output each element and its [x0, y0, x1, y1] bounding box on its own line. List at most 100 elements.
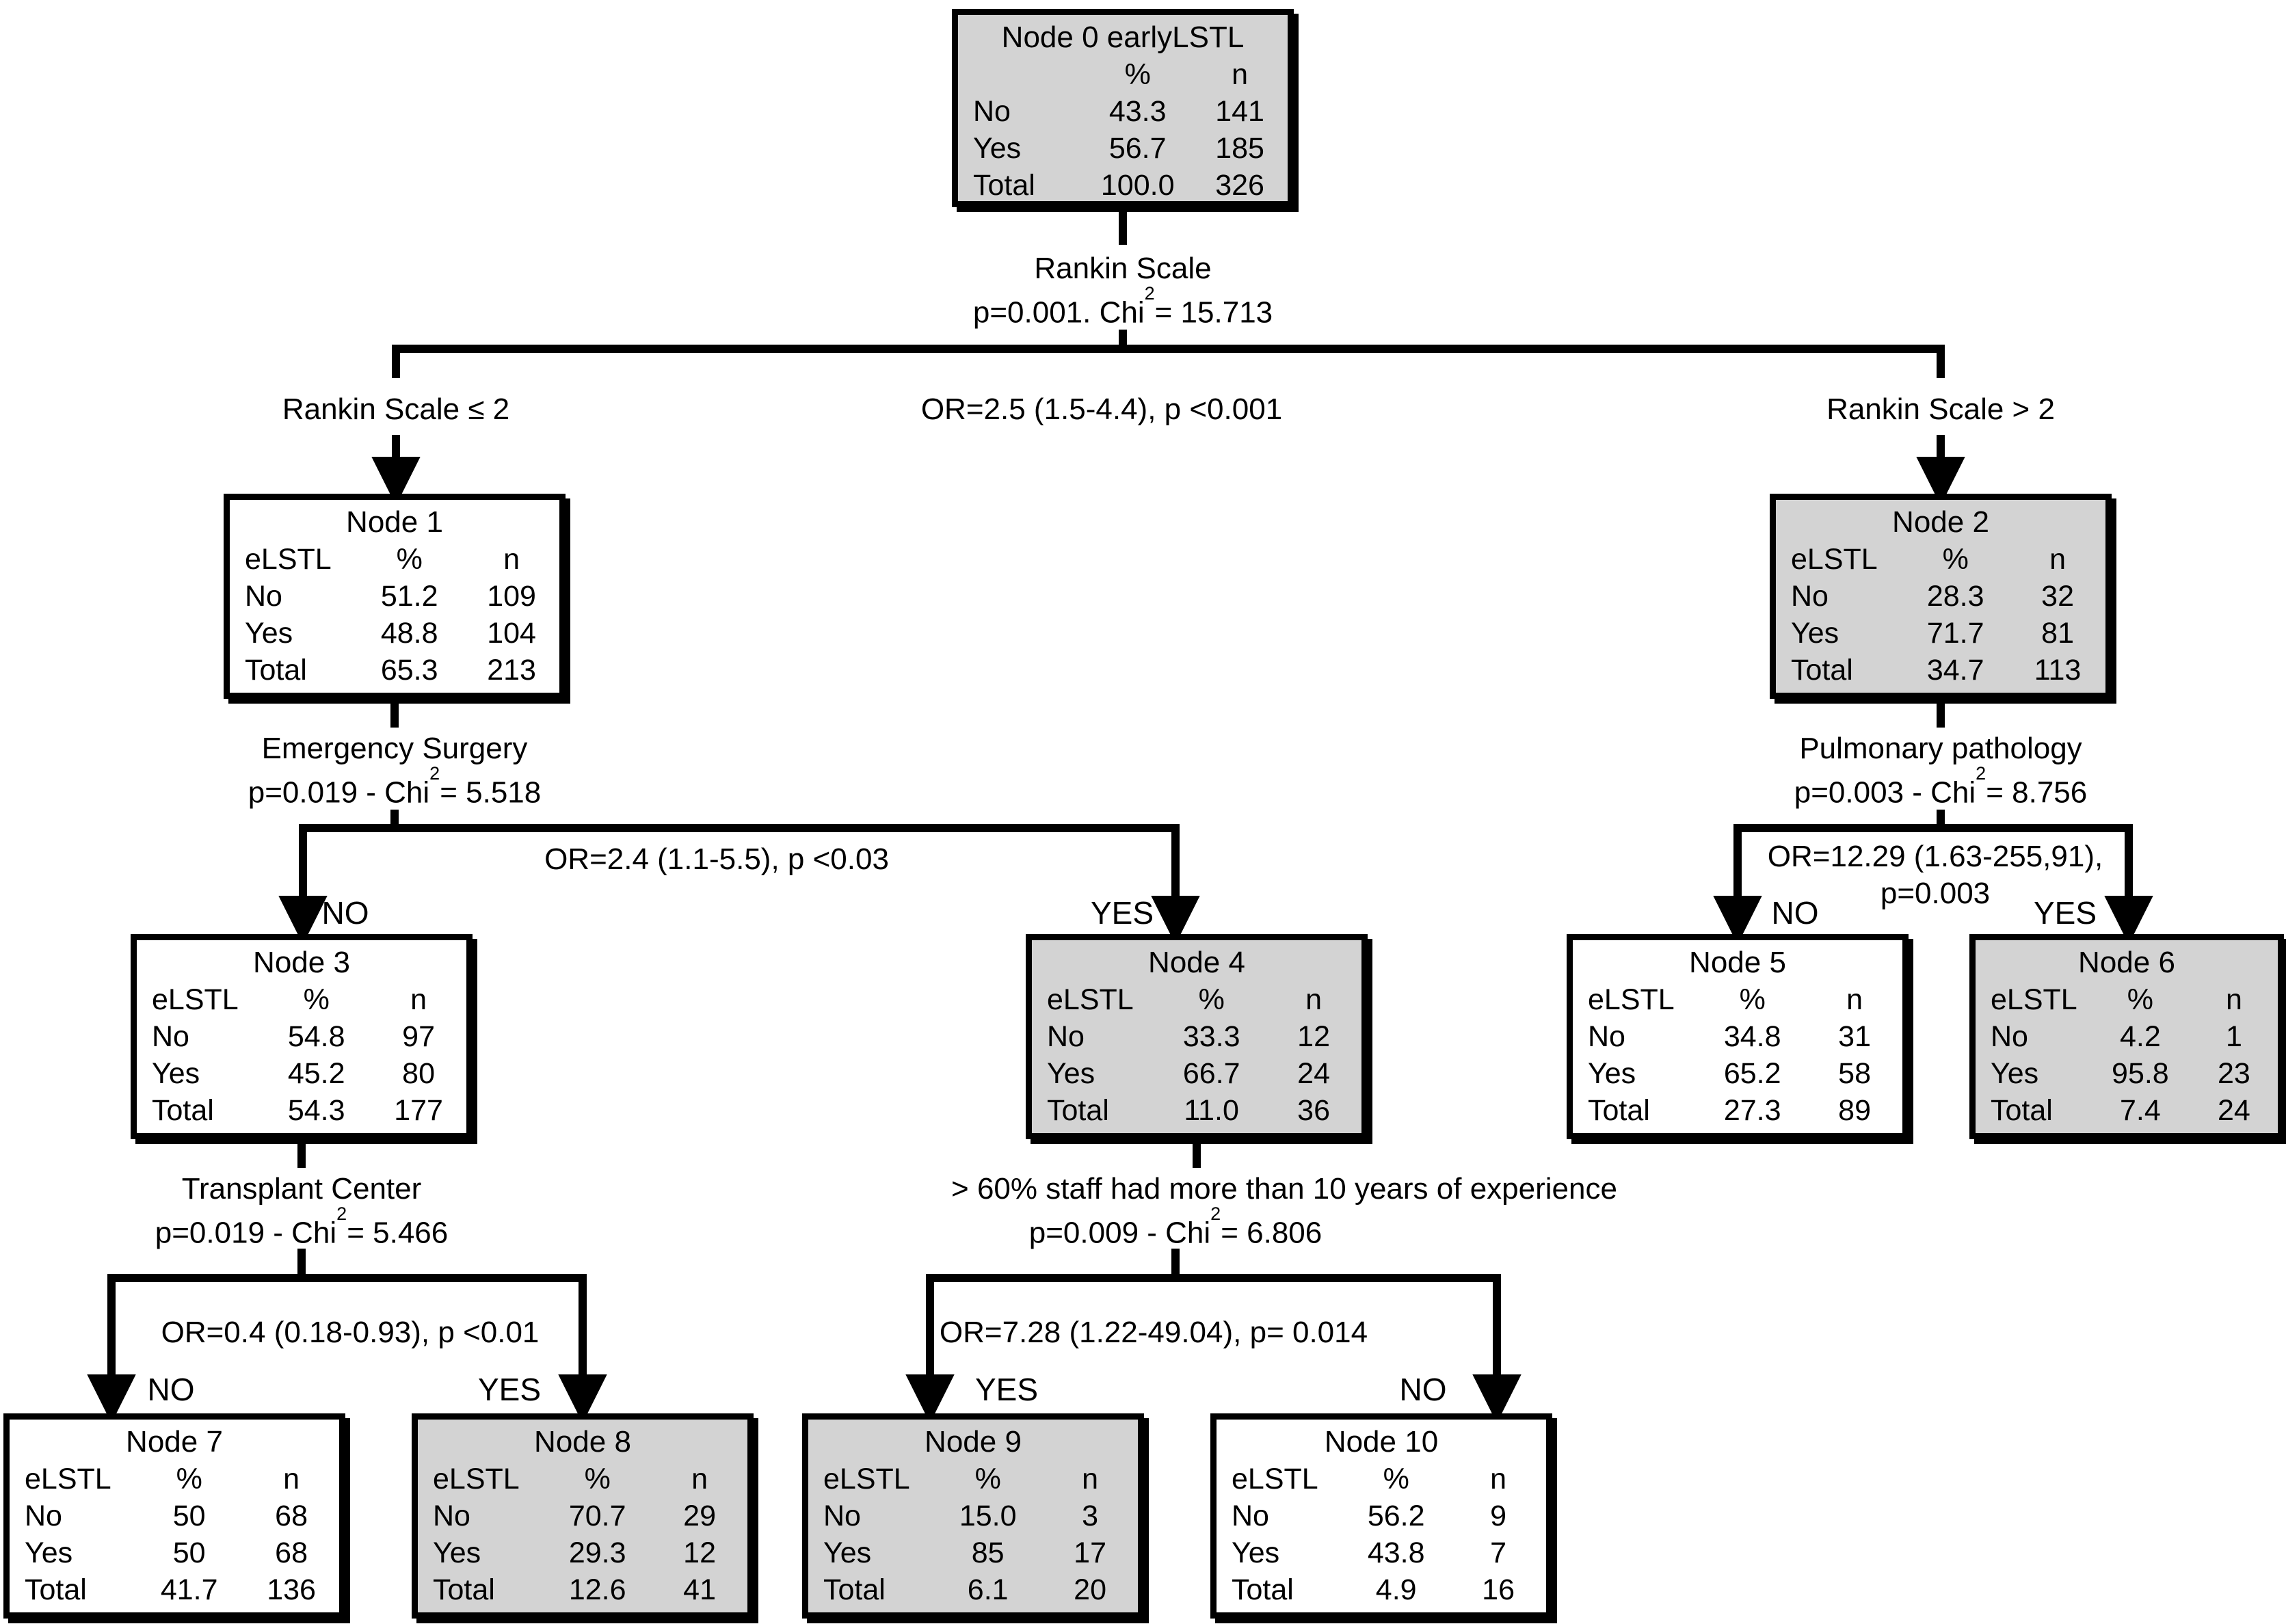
node-7: Node 7 eLSTL % n No 50 68 Yes 50 68 Tota…	[3, 1413, 345, 1619]
node-3-header-pct: %	[303, 983, 330, 1016]
row-label: Total	[823, 1573, 886, 1606]
arrow-to-node2-head	[1916, 457, 1965, 506]
row-label: Yes	[433, 1536, 481, 1569]
row-n: 12	[1297, 1020, 1330, 1053]
row-label: No	[433, 1500, 470, 1532]
split-staff-experience-variable: > 60% staff had more than 10 years of ex…	[951, 1172, 1617, 1206]
node-6-title: Node 6	[2078, 946, 2175, 979]
row-label: No	[1047, 1020, 1085, 1053]
node-9-header-row: eLSTL % n	[808, 1461, 1138, 1497]
node-2-row-total: Total 34.7 113	[1776, 652, 2105, 689]
row-label: No	[245, 580, 282, 613]
node-3-row-yes: Yes 45.2 80	[137, 1055, 466, 1092]
node-0-header-n: n	[1232, 58, 1249, 91]
node-3-row-total: Total 54.3 177	[137, 1092, 466, 1129]
row-pct: 4.2	[2119, 1020, 2161, 1053]
node-9-row-yes: Yes 85 17	[808, 1534, 1138, 1571]
node-4: Node 4 eLSTL % n No 33.3 12 Yes 66.7 24 …	[1026, 934, 1368, 1139]
arrow-to-node5-head	[1713, 896, 1762, 945]
row-n: 31	[1838, 1020, 1871, 1053]
row-pct: 54.8	[287, 1020, 345, 1053]
row-label: Yes	[1232, 1536, 1280, 1569]
split-rankin-scale: Rankin Scale p=0.001. Chi2= 15.713	[973, 250, 1273, 332]
row-pct: 48.8	[380, 617, 438, 650]
split-transplant-center: Transplant Center p=0.019 - Chi2= 5.466	[155, 1171, 448, 1252]
split-emergency-surgery: Emergency Surgery p=0.019 - Chi2= 5.518	[248, 730, 541, 812]
row-pct: 41.7	[160, 1573, 218, 1606]
node-9: Node 9 eLSTL % n No 15.0 3 Yes 85 17 Tot…	[802, 1413, 1144, 1619]
node-6: Node 6 eLSTL % n No 4.2 1 Yes 95.8 23 To…	[1969, 934, 2284, 1139]
split-variable: Pulmonary pathology	[1799, 732, 2082, 765]
odds-ratio-emergency-surgery: OR=2.4 (1.1-5.5), p <0.03	[544, 842, 889, 876]
node-3-header-row: eLSTL % n	[137, 981, 466, 1018]
row-n: 16	[1482, 1573, 1515, 1606]
row-pct: 56.2	[1367, 1500, 1425, 1532]
node-6-row-no: No 4.2 1	[1976, 1018, 2278, 1055]
row-label: Yes	[1791, 617, 1839, 650]
row-label: Total	[433, 1573, 495, 1606]
node-1-row-total: Total 65.3 213	[230, 652, 559, 689]
row-pct: 56.7	[1108, 132, 1167, 165]
row-n: 185	[1215, 132, 1264, 165]
node-2: Node 2 eLSTL % n No 28.3 32 Yes 71.7 81 …	[1770, 494, 2112, 699]
node-4-header-n: n	[1305, 983, 1323, 1016]
branch-label-no-node3: NO	[321, 895, 369, 931]
node-8-header-pct: %	[584, 1463, 611, 1495]
node-1-title: Node 1	[346, 505, 443, 539]
node-8-row-total: Total 12.6 41	[418, 1571, 747, 1608]
node-2-header-label: eLSTL	[1791, 543, 1878, 576]
odds-ratio-staff-experience: OR=7.28 (1.22-49.04), p= 0.014	[939, 1316, 1368, 1349]
row-label: No	[1588, 1020, 1625, 1053]
odds-ratio-line2: p=0.003	[1880, 877, 1991, 910]
row-label: Yes	[25, 1536, 73, 1569]
row-label: Total	[1588, 1094, 1650, 1127]
row-pct: 50	[172, 1536, 206, 1569]
node-8-header-label: eLSTL	[433, 1463, 520, 1495]
node-4-header-row: eLSTL % n	[1032, 981, 1361, 1018]
row-n: 89	[1838, 1094, 1871, 1127]
row-n: 109	[487, 580, 536, 613]
node-10-header-pct: %	[1383, 1463, 1409, 1495]
row-label: Total	[1791, 654, 1853, 687]
row-n: 177	[394, 1094, 443, 1127]
row-n: 23	[2217, 1057, 2250, 1090]
node-7-header-pct: %	[176, 1463, 202, 1495]
node-6-header-n: n	[2225, 983, 2242, 1016]
row-pct: 33.3	[1182, 1020, 1240, 1053]
node-6-header-pct: %	[2127, 983, 2153, 1016]
node-5: Node 5 eLSTL % n No 34.8 31 Yes 65.2 58 …	[1567, 934, 1909, 1139]
node-10-header-n: n	[1490, 1463, 1507, 1495]
node-10-row-no: No 56.2 9	[1217, 1497, 1546, 1534]
node-5-title: Node 5	[1689, 946, 1786, 979]
row-n: 80	[402, 1057, 435, 1090]
node-5-header-n: n	[1846, 983, 1863, 1016]
node-4-row-yes: Yes 66.7 24	[1032, 1055, 1361, 1092]
arrow-to-node1-head	[371, 457, 421, 506]
node-9-header-n: n	[1082, 1463, 1099, 1495]
node-3-header-n: n	[410, 983, 427, 1016]
row-pct: 11.0	[1184, 1094, 1239, 1127]
node-10: Node 10 eLSTL % n No 56.2 9 Yes 43.8 7 T…	[1210, 1413, 1552, 1619]
node-8-header-n: n	[691, 1463, 708, 1495]
arrow-to-node6-head	[2104, 896, 2153, 945]
row-label: No	[1791, 580, 1829, 613]
row-pct: 6.1	[967, 1573, 1009, 1606]
node-4-header-pct: %	[1198, 983, 1225, 1016]
row-n: 7	[1490, 1536, 1507, 1569]
row-n: 20	[1074, 1573, 1106, 1606]
row-n: 104	[487, 617, 536, 650]
node-1-row-no: No 51.2 109	[230, 578, 559, 615]
row-label: Total	[25, 1573, 87, 1606]
row-n: 9	[1490, 1500, 1507, 1532]
row-n: 32	[2041, 580, 2074, 613]
node-6-row-yes: Yes 95.8 23	[1976, 1055, 2278, 1092]
row-pct: 54.3	[287, 1094, 345, 1127]
node-6-header-label: eLSTL	[1991, 983, 2077, 1016]
arrow-to-node4-head	[1151, 896, 1200, 945]
row-n: 81	[2041, 617, 2074, 650]
row-n: 141	[1215, 95, 1264, 128]
chi-superscript: 2	[429, 763, 440, 784]
node-5-header-label: eLSTL	[1588, 983, 1675, 1016]
stat-post: = 6.806	[1221, 1216, 1323, 1250]
